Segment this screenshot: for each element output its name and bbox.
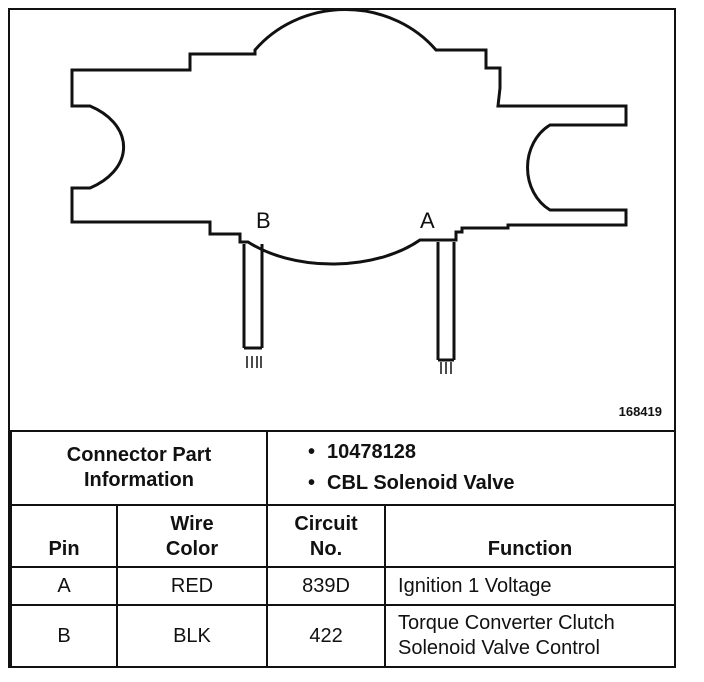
figure-id: 168419 — [618, 404, 662, 419]
connector-info-title: Connector Part Information — [9, 430, 269, 506]
cell-function: Ignition 1 Voltage — [384, 566, 677, 606]
pin-b-lead — [242, 244, 264, 368]
cell-circuit-no: 422 — [266, 604, 387, 668]
cell-function: Torque Converter Clutch Solenoid Valve C… — [384, 604, 677, 668]
part-description: CBL Solenoid Valve — [308, 468, 673, 499]
connector-diagram: B A — [70, 10, 628, 374]
connector-info-list: 10478128 CBL Solenoid Valve — [266, 430, 677, 506]
cell-wire-color: BLK — [115, 604, 269, 668]
connector-body-outline — [70, 10, 628, 266]
header-wire-color: Wire Color — [115, 504, 269, 568]
part-number: 10478128 — [308, 437, 673, 468]
cell-circuit-no: 839D — [266, 566, 387, 606]
connector-info-row: Connector Part Information 10478128 CBL … — [9, 430, 677, 506]
pin-b-label: B — [256, 208, 271, 233]
header-circuit-no: Circuit No. — [266, 504, 387, 568]
cell-wire-color: RED — [115, 566, 269, 606]
connector-figure: B A 168419 Connector Part Information 10… — [8, 8, 677, 668]
table-row: B BLK 422 Torque Converter Clutch Soleno… — [10, 604, 677, 668]
header-function: Function — [384, 504, 677, 568]
cell-pin: B — [10, 604, 118, 668]
header-pin: Pin — [10, 504, 118, 568]
table-row: A RED 839D Ignition 1 Voltage — [10, 566, 677, 606]
pinout-table: Connector Part Information 10478128 CBL … — [9, 430, 677, 668]
table-header-row: Pin Wire Color Circuit No. Function — [10, 504, 677, 568]
cell-pin: A — [10, 566, 118, 606]
pin-a-lead — [436, 242, 456, 374]
pin-a-label: A — [420, 208, 435, 233]
